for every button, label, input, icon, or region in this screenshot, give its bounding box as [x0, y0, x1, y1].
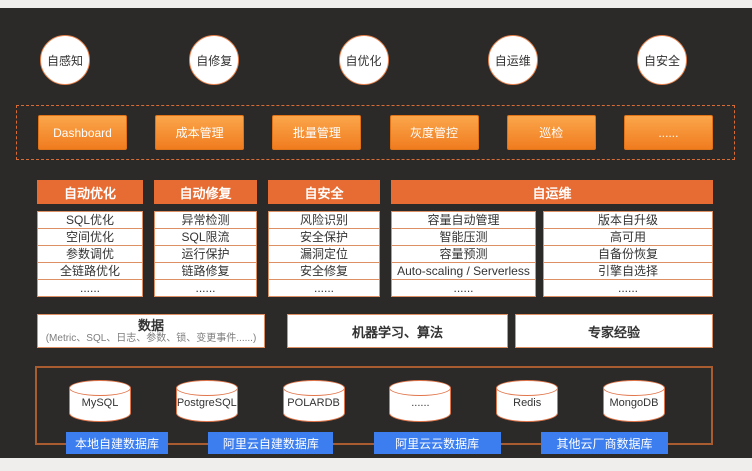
db-cylinder-label: MySQL — [81, 397, 119, 409]
matrix-cell: 容量预测 — [391, 245, 536, 263]
toolbar-button-gray-release-control: 灰度管控 — [389, 115, 479, 150]
column-cells: SQL优化 空间优化 参数调优 全链路优化 ...... — [37, 211, 143, 297]
db-category-aliyun-self-built: 阿里云自建数据库 — [208, 432, 334, 454]
column-cells: 风险识别 安全保护 漏洞定位 安全修复 ...... — [268, 211, 380, 297]
matrix-cell: 运行保护 — [154, 245, 257, 263]
column-self-operation: 自运维 容量自动管理 智能压测 容量预测 Auto-scaling / Serv… — [391, 180, 713, 297]
foundation-row: 数据 (Metric、SQL、日志、参数、锁、变更事件......) 机器学习、… — [37, 314, 713, 348]
cylinder-icon — [602, 380, 665, 396]
toolbar-button-dashboard: Dashboard — [38, 115, 127, 150]
capability-circle-label: 自感知 — [46, 53, 83, 68]
matrix-cell: SQL限流 — [154, 228, 257, 246]
toolbar-button-cost-management: 成本管理 — [155, 115, 245, 150]
column-header: 自运维 — [391, 180, 713, 204]
machine-learning-box: 机器学习、算法 — [287, 314, 508, 348]
capability-circle-label: 自安全 — [643, 53, 680, 68]
databases-box: MySQL PostgreSQL POLARDB ...... Redis — [35, 366, 713, 454]
matrix-cell: 全链路优化 — [37, 262, 143, 280]
db-cylinder-mongodb: MongoDB — [602, 380, 667, 422]
matrix-cell: Auto-scaling / Serverless — [391, 262, 536, 280]
capability-circle-self-operation: 自运维 — [487, 35, 538, 85]
db-category-local-self-built: 本地自建数据库 — [66, 432, 168, 454]
capability-circle-label: 自修复 — [196, 53, 233, 68]
db-cylinder-mysql: MySQL — [69, 380, 133, 422]
matrix-cell: 风险识别 — [268, 211, 380, 229]
db-cylinder-postgresql: PostgreSQL — [175, 380, 240, 422]
diagram-background: 自感知 自修复 自优化 自运维 自安全 Dashboard 成本管理 批量管理 … — [0, 8, 752, 458]
matrix-cell: 高可用 — [543, 228, 713, 246]
data-sources-box: 数据 (Metric、SQL、日志、参数、锁、变更事件......) — [37, 314, 265, 348]
matrix-cell: ...... — [543, 279, 713, 297]
db-cylinder-label: Redis — [513, 397, 542, 409]
toolbar-button-batch-management: 批量管理 — [272, 115, 362, 150]
db-cylinder-polardb: POLARDB — [282, 380, 347, 422]
db-cylinder-label: POLARDB — [287, 397, 340, 409]
db-category-other-cloud-vendor: 其他云厂商数据库 — [540, 432, 668, 454]
expert-experience-box: 专家经验 — [515, 314, 713, 348]
cylinder-icon — [282, 380, 345, 396]
matrix-cell: 智能压测 — [391, 228, 536, 246]
matrix-cell: 自备份恢复 — [543, 245, 713, 263]
data-sources-title: 数据 — [137, 317, 164, 333]
matrix-cell: 空间优化 — [37, 228, 143, 246]
column-auto-repair: 自动修复 异常检测 SQL限流 运行保护 链路修复 ...... — [154, 180, 257, 297]
cylinder-icon — [69, 380, 131, 396]
db-category-aliyun-cloud: 阿里云云数据库 — [373, 432, 501, 454]
capability-circle-self-security: 自安全 — [637, 35, 687, 85]
matrix-cell: 异常检测 — [154, 211, 257, 229]
db-cylinder-label: MongoDB — [609, 397, 659, 409]
subcolumn-capacity: 容量自动管理 智能压测 容量预测 Auto-scaling / Serverle… — [391, 211, 536, 297]
matrix-cell: ...... — [268, 279, 380, 297]
matrix-cell: 安全保护 — [268, 228, 380, 246]
cylinder-icon — [389, 380, 452, 396]
db-cylinder-more: ...... — [389, 380, 453, 422]
db-cylinder-redis: Redis — [496, 380, 560, 422]
matrix-cell: ...... — [37, 279, 143, 297]
column-header: 自动优化 — [37, 180, 143, 204]
matrix-cell: 安全修复 — [268, 262, 380, 280]
data-sources-subtitle: (Metric、SQL、日志、参数、锁、变更事件......) — [45, 332, 257, 344]
db-cylinder-label: ...... — [411, 397, 430, 409]
capability-circle-self-repair: 自修复 — [189, 35, 240, 85]
matrix-cell: 链路修复 — [154, 262, 257, 280]
capability-matrix: 自动优化 SQL优化 空间优化 参数调优 全链路优化 ...... 自动修复 异… — [37, 180, 713, 297]
matrix-cell: ...... — [154, 279, 257, 297]
cylinder-icon — [175, 380, 238, 396]
capability-circle-label: 自优化 — [345, 53, 382, 68]
matrix-cell: 版本自升级 — [543, 211, 713, 229]
matrix-cell: 参数调优 — [37, 245, 143, 263]
matrix-cell: ...... — [391, 279, 536, 297]
subcolumn-version: 版本自升级 高可用 自备份恢复 引擎自选择 ...... — [543, 211, 713, 297]
toolbar-button-inspection: 巡检 — [506, 115, 596, 150]
matrix-cell: 漏洞定位 — [268, 245, 380, 263]
column-header: 自动修复 — [154, 180, 257, 204]
capability-circle-label: 自运维 — [494, 53, 531, 68]
column-header: 自安全 — [268, 180, 380, 204]
capability-circles-row: 自感知 自修复 自优化 自运维 自安全 — [40, 35, 687, 85]
column-cells: 异常检测 SQL限流 运行保护 链路修复 ...... — [154, 211, 257, 297]
toolbar-button-more: ...... — [623, 115, 713, 150]
matrix-cell: SQL优化 — [37, 211, 143, 229]
db-cylinder-label: PostgreSQL — [176, 397, 237, 409]
column-auto-optimization: 自动优化 SQL优化 空间优化 参数调优 全链路优化 ...... — [37, 180, 143, 297]
column-self-security: 自安全 风险识别 安全保护 漏洞定位 安全修复 ...... — [268, 180, 380, 297]
cylinder-icon — [496, 380, 559, 396]
database-categories-row: 本地自建数据库 阿里云自建数据库 阿里云云数据库 其他云厂商数据库 — [37, 432, 711, 454]
capability-circle-self-awareness: 自感知 — [40, 35, 90, 85]
capability-circle-self-optimization: 自优化 — [338, 35, 389, 85]
matrix-cell: 引擎自选择 — [543, 262, 713, 280]
database-cylinders-row: MySQL PostgreSQL POLARDB ...... Redis — [37, 380, 711, 422]
self-operation-subcolumns: 容量自动管理 智能压测 容量预测 Auto-scaling / Serverle… — [391, 211, 713, 297]
matrix-cell: 容量自动管理 — [391, 211, 536, 229]
toolbar-dashed-box: Dashboard 成本管理 批量管理 灰度管控 巡检 ...... — [16, 105, 735, 160]
